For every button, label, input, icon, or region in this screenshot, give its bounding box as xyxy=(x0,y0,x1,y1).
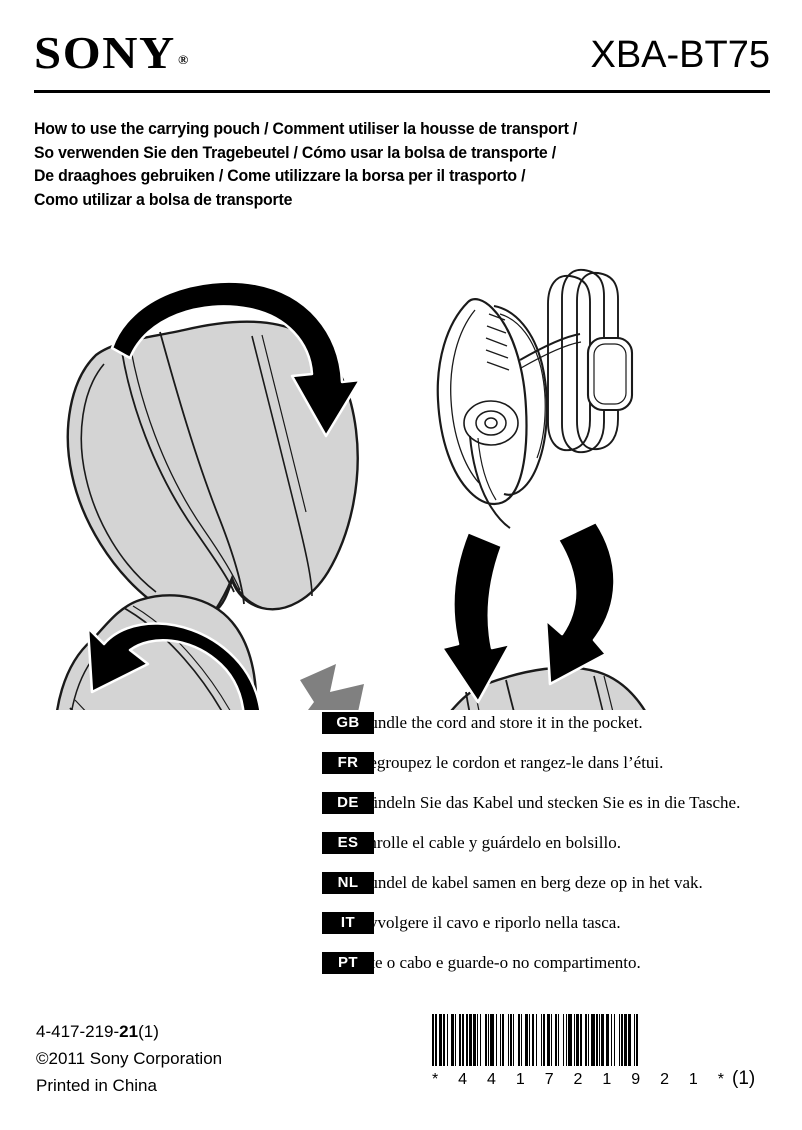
instruction-row-de: Bündeln Sie das Kabel und stecken Sie es… xyxy=(322,792,782,832)
part-number: 4-417-219-21(1) xyxy=(36,1018,222,1045)
insert-arrow-black-right xyxy=(544,520,616,686)
instruction-row-it: Avvolgere il cavo e riporlo nella tasca.… xyxy=(322,912,782,952)
instruction-list: Bundle the cord and store it in the pock… xyxy=(322,712,782,992)
instruction-text-es: Enrolle el cable y guárdelo en bolsillo. xyxy=(358,833,621,852)
barcode-digit: 7 xyxy=(544,1071,554,1088)
barcode-digit: 4 xyxy=(458,1071,468,1088)
barcode-digit: 2 xyxy=(573,1071,583,1088)
illustration-area xyxy=(0,240,802,710)
pouch-seam-left xyxy=(121,351,235,593)
language-badge-it: IT xyxy=(322,912,374,934)
pouch-seam-right xyxy=(251,335,313,597)
pouch-bottom-notch xyxy=(213,574,263,613)
language-badge-gb: GB xyxy=(322,712,374,734)
pouch-closed-inner-edge xyxy=(71,649,101,710)
title-line-1: How to use the carrying pouch / Comment … xyxy=(34,120,578,138)
figure-pouch-flap-fold xyxy=(66,280,362,620)
pouch-inner-edge xyxy=(80,363,157,593)
barcode-digit: 1 xyxy=(688,1071,698,1088)
barcode-digit: * xyxy=(717,1071,724,1088)
language-badge-pt: PT xyxy=(322,952,374,974)
title-line-3: De draaghoes gebruiken / Come utilizzare… xyxy=(34,167,526,185)
barcode-bars xyxy=(432,1014,722,1066)
step-arrow-gray-upper xyxy=(300,664,364,710)
headset-band-right-2 xyxy=(499,313,546,459)
gray-arrow-down-right xyxy=(300,664,364,710)
barcode-human-readable: * 4 4 1 7 2 1 9 2 1 * xyxy=(432,1070,724,1090)
barcode-digit: 2 xyxy=(660,1071,669,1088)
barcode-digit: * xyxy=(432,1071,439,1088)
instruction-text-gb: Bundle the cord and store it in the pock… xyxy=(358,713,643,732)
barcode-digit: 4 xyxy=(487,1071,496,1088)
language-badge-es: ES xyxy=(322,832,374,854)
instruction-row-nl: Bundel de kabel samen en berg deze op in… xyxy=(322,872,782,912)
barcode-suffix: (1) xyxy=(732,1068,756,1089)
footer-imprint: 4-417-219-21(1) ©2011 Sony Corporation P… xyxy=(36,1018,222,1099)
barcode-block: * 4 4 1 7 2 1 9 2 1 * (1) xyxy=(432,1014,762,1104)
pouch-closed-top-contour-2 xyxy=(132,605,231,710)
barcode-digit: 1 xyxy=(515,1071,525,1088)
page-header: SONY® XBA-BT75 xyxy=(0,0,802,100)
instruction-text-nl: Bundel de kabel samen en berg deze op in… xyxy=(358,873,703,892)
instruction-illustrations xyxy=(56,268,646,710)
part-number-suffix: (1) xyxy=(138,1022,159,1041)
fold-arrow-black-bottom-left xyxy=(86,622,262,710)
headset-band-tail xyxy=(469,435,511,529)
instruction-text-fr: Regroupez le cordon et rangez-le dans l’… xyxy=(358,753,664,772)
title-line-4: Como utilizar a bolsa de transporte xyxy=(34,190,293,209)
language-badge-de: DE xyxy=(322,792,374,814)
insert-arrow-black-left xyxy=(440,530,512,704)
instruction-row-es: Enrolle el cable y guárdelo en bolsillo.… xyxy=(322,832,782,872)
title-line-2: So verwenden Sie den Tragebeutel / Cómo … xyxy=(34,143,556,162)
language-badge-nl: NL xyxy=(322,872,374,894)
figure-headset-bundled-cord xyxy=(436,268,634,529)
headset-earpiece-inner xyxy=(450,309,480,484)
copyright-notice: ©2011 Sony Corporation xyxy=(36,1049,223,1068)
printed-in-notice: Printed in China xyxy=(36,1076,157,1095)
instruction-row-pt: Ate o cabo e guarde-o no compartimento. … xyxy=(322,952,782,992)
pouch-seam-left-2 xyxy=(130,349,241,591)
bundled-cord-loops xyxy=(547,268,619,454)
headset-hinge-ribs xyxy=(485,313,510,371)
instruction-text-pt: Ate o cabo e guarde-o no compartimento. xyxy=(358,953,641,972)
fold-arrow-black-top-left xyxy=(110,280,362,438)
pouch-flap-edge xyxy=(159,331,245,605)
headset-band-right xyxy=(493,304,548,496)
barcode-digit: 9 xyxy=(631,1071,641,1088)
sony-logo: SONY® xyxy=(34,30,188,83)
figure-pouch-closed-fold xyxy=(56,594,262,710)
instruction-row-fr: Regroupez le cordon et rangez-le dans l’… xyxy=(322,752,782,792)
pouch-body-outline xyxy=(66,320,359,620)
pouch-open-body xyxy=(450,666,646,710)
part-number-prefix: 4-417-219- xyxy=(36,1022,120,1041)
sony-wordmark: SONY xyxy=(34,27,176,78)
pouch-seam-right-2 xyxy=(261,334,307,513)
headset-band-tail-2 xyxy=(477,437,497,501)
language-badge-fr: FR xyxy=(322,752,374,774)
instruction-text-it: Avvolgere il cavo e riporlo nella tasca. xyxy=(358,913,621,932)
figure-pouch-open-insert xyxy=(440,520,646,710)
instruction-text-de: Bündeln Sie das Kabel und stecken Sie es… xyxy=(358,793,741,812)
registered-trademark-icon: ® xyxy=(177,52,189,67)
instruction-row-gb: Bundle the cord and store it in the pock… xyxy=(322,712,782,752)
part-number-revision: 21 xyxy=(119,1022,139,1041)
cord-velcro-strap xyxy=(586,336,634,412)
header-divider xyxy=(34,90,770,93)
headset-control-button xyxy=(463,400,519,446)
pouch-open-seam-right-2 xyxy=(603,675,614,710)
model-number: XBA-BT75 xyxy=(590,34,770,76)
barcode-digit: 1 xyxy=(602,1071,612,1088)
document-title: How to use the carrying pouch / Comment … xyxy=(34,118,774,212)
